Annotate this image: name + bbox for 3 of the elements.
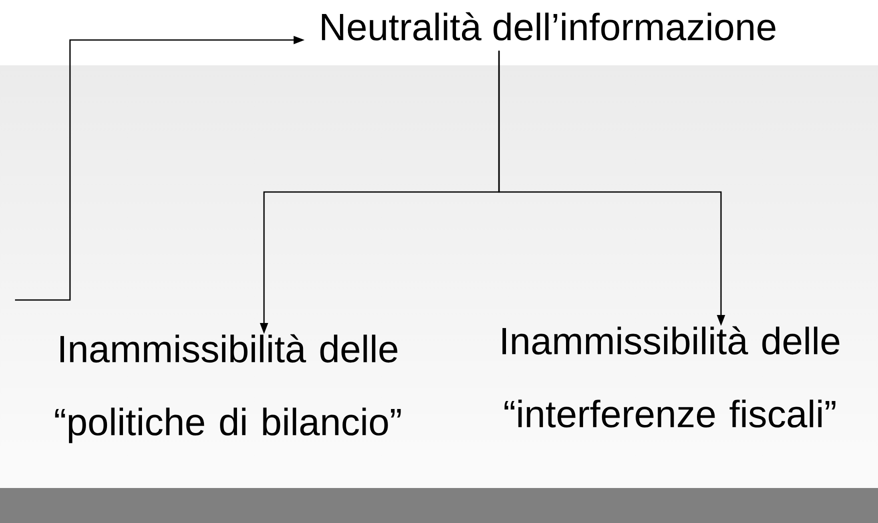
text-label: Inammissibilità delle “interferenze fiscali”	[502, 326, 840, 428]
text-label: Inammissibilità delle “politiche di bilancio”	[55, 334, 401, 444]
heading-text: Neutralità dell’informazione	[322, 12, 776, 41]
